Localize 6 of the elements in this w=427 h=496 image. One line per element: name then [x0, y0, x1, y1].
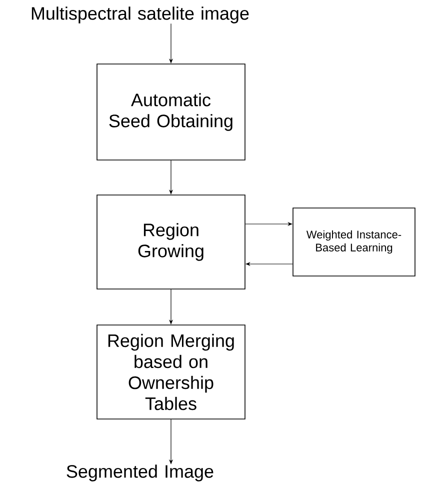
caption-text: Segmented Image — [66, 464, 214, 482]
process-box: Region Growing — [96, 194, 246, 290]
process-box: Automatic Seed Obtaining — [96, 64, 246, 160]
caption-text: Multispectral satelite image — [32, 6, 249, 24]
process-box: Weighted Instance-Based Learning — [292, 208, 416, 276]
process-box: Region Merging based on Ownership Tables — [96, 324, 246, 420]
